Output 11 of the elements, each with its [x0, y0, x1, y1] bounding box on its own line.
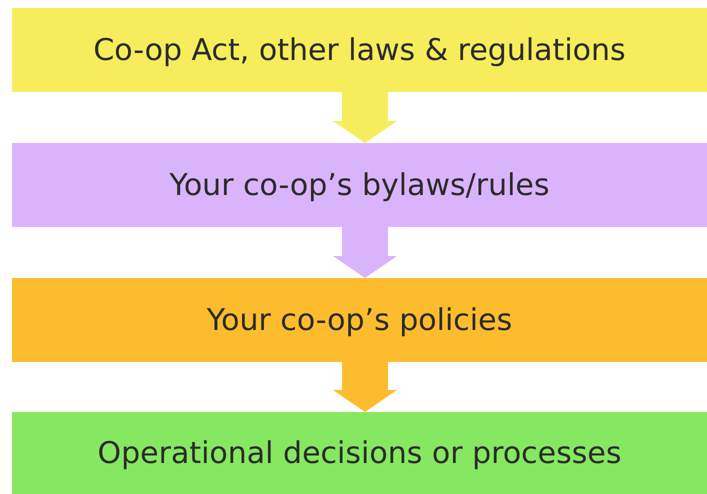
band-label: Your co-op’s bylaws/rules	[169, 168, 550, 202]
band-label: Your co-op’s policies	[206, 302, 512, 338]
band-label: Co-op Act, other laws & regulations	[93, 32, 626, 68]
process-band	[12, 8, 707, 92]
process-band	[12, 143, 707, 227]
block-arrow	[333, 362, 397, 412]
process-band	[12, 412, 707, 494]
band-label: Operational decisions or processes	[98, 436, 622, 470]
block-arrow	[333, 92, 397, 143]
process-band	[12, 278, 707, 362]
block-arrow	[333, 227, 397, 278]
